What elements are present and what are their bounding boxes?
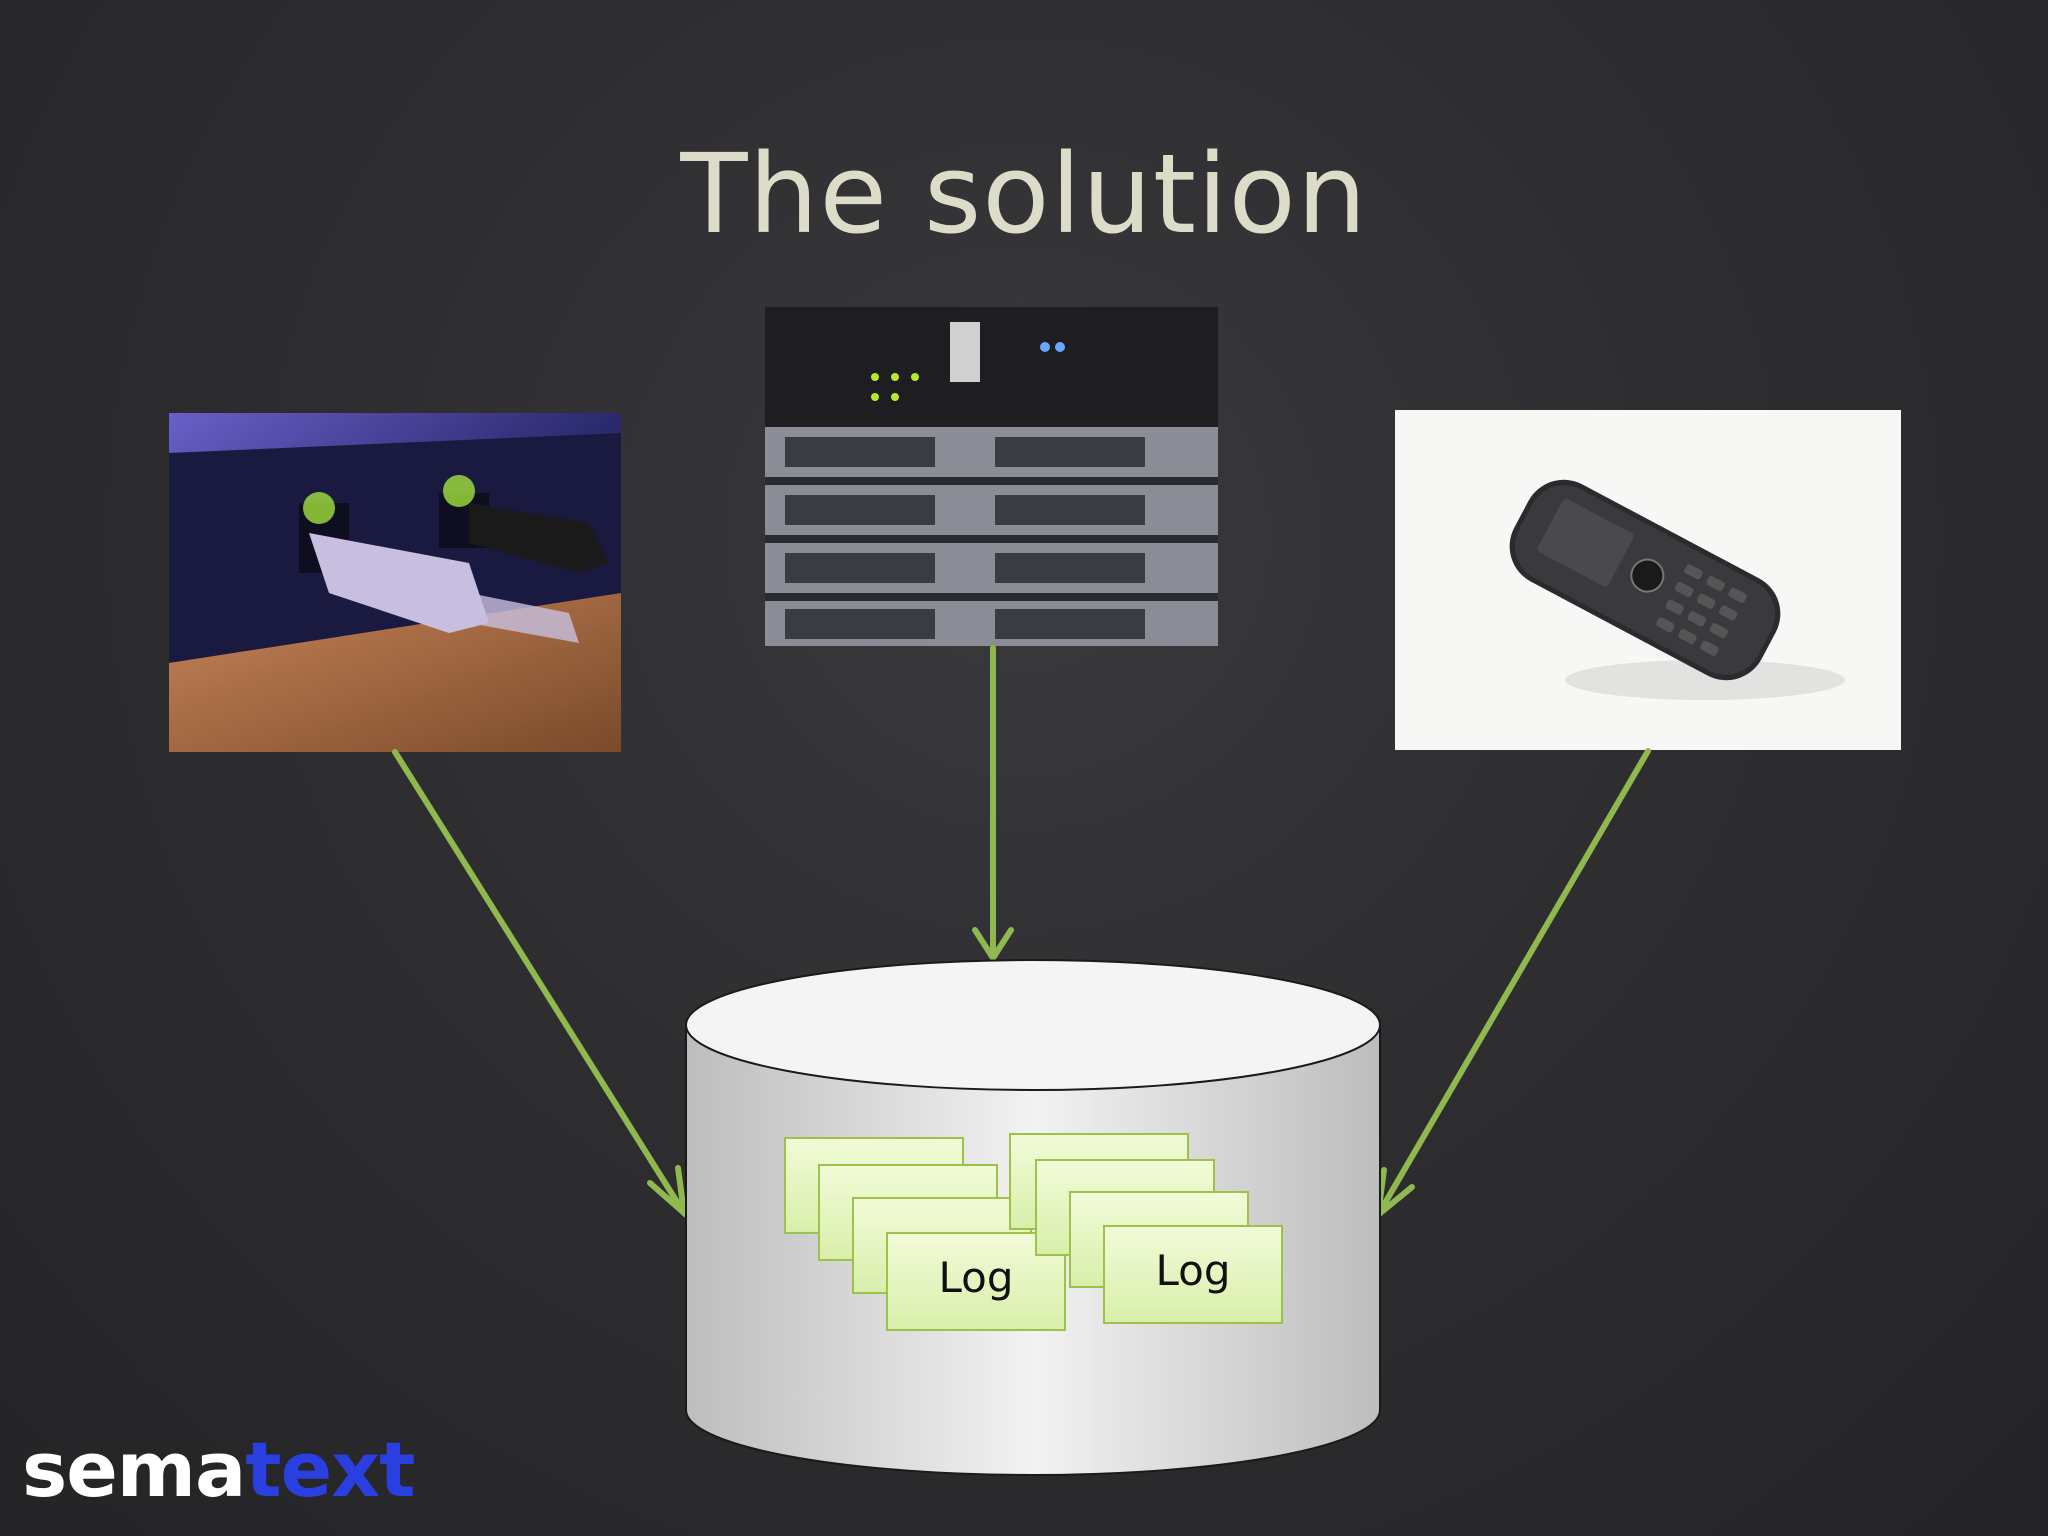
log-card-label: Log [938, 1253, 1013, 1302]
arrow-router-to-db [392, 749, 687, 1216]
sematext-logo: sematext [22, 1432, 416, 1508]
server-image [765, 307, 1218, 646]
server-photo [765, 307, 1218, 646]
arrow-server-head [972, 927, 1014, 964]
router-photo [169, 413, 621, 752]
arrow-phone-to-db [1375, 748, 1651, 1218]
phone-image [1395, 410, 1901, 750]
logo-part-1: sema [22, 1425, 246, 1514]
log-card-label: Log [1155, 1246, 1230, 1295]
log-stack-right: Log [1009, 1133, 1283, 1324]
arrow-phone-head [1374, 1167, 1415, 1223]
logo-part-2: text [245, 1425, 415, 1514]
arrow-router-head [647, 1165, 689, 1221]
phone-photo [1395, 410, 1901, 750]
log-stack-left: Log [784, 1137, 1066, 1331]
slide-title: The solution [680, 130, 1368, 258]
router-image [169, 413, 621, 752]
log-card [1103, 1225, 1283, 1324]
